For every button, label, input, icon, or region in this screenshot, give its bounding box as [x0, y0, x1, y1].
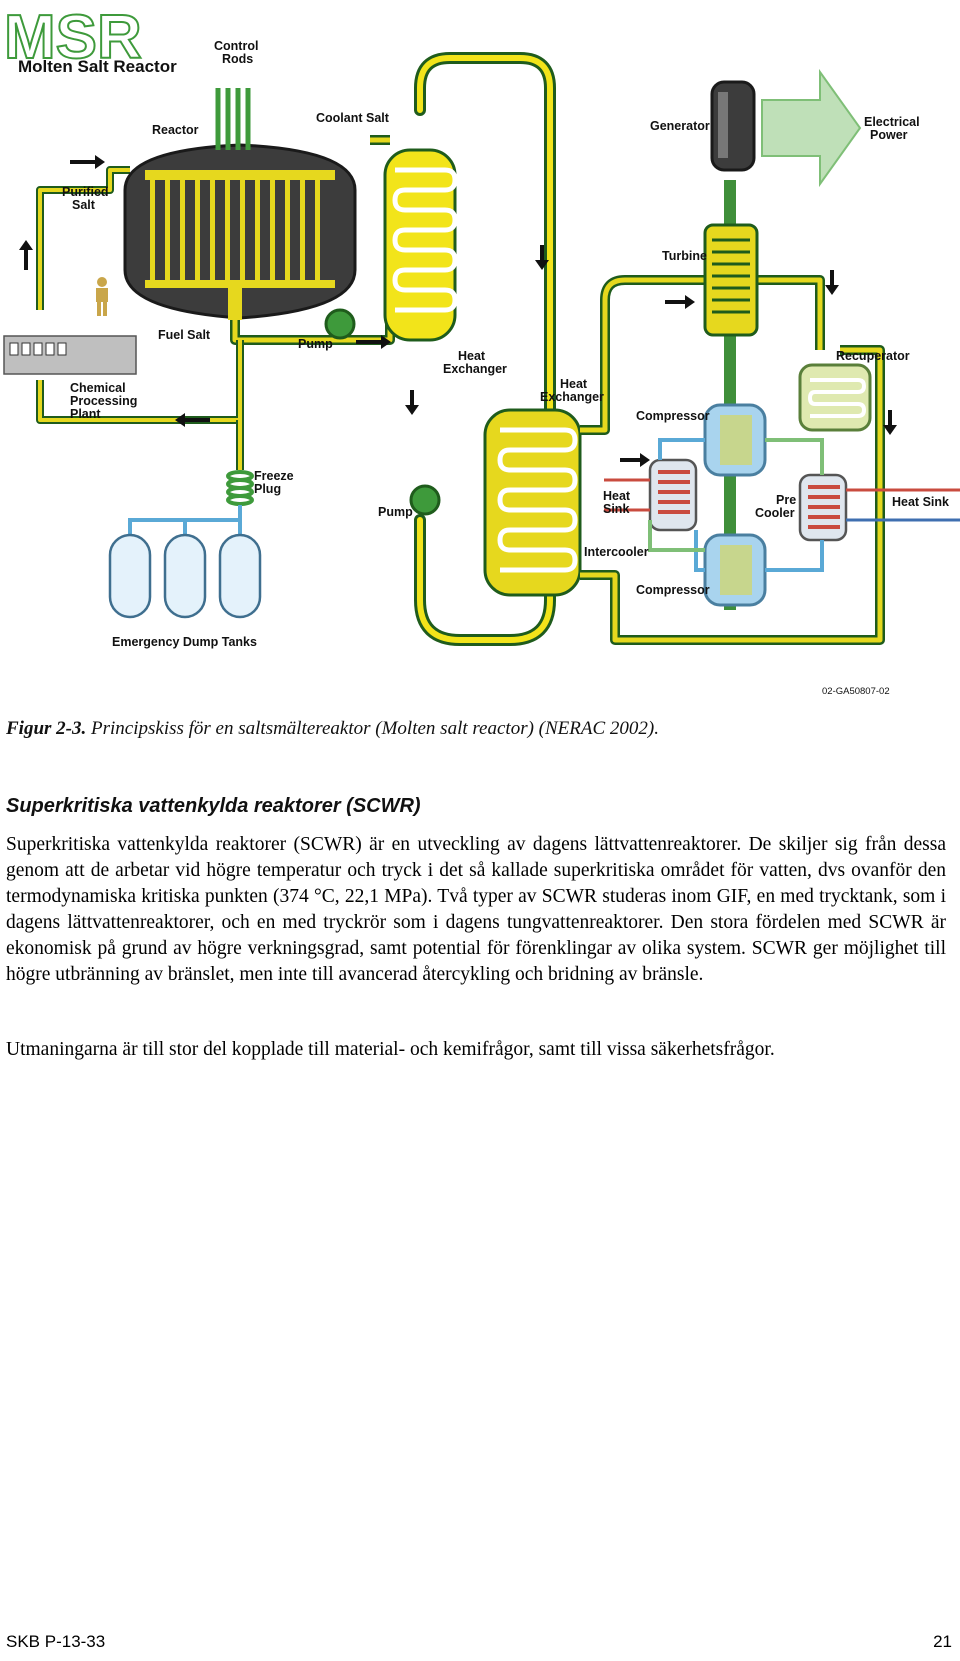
label-freeze-plug-1: Freeze: [254, 469, 294, 483]
coolant-loop: [414, 52, 556, 646]
figure-caption-text: Principskiss för en saltsmältereaktor (M…: [91, 718, 659, 739]
msr-diagram: MSR Molten Salt Reactor: [3, 2, 960, 697]
fuel-salt-loop: [36, 135, 395, 470]
generator: [710, 80, 756, 172]
label-generator: Generator: [650, 119, 710, 133]
label-pump-top: Pump: [298, 337, 333, 351]
page-number: 21: [933, 1632, 952, 1651]
heat-sink-inner: [604, 458, 698, 532]
label-electrical-power-2: Power: [870, 128, 908, 142]
recuperator: [798, 363, 872, 432]
pump-top: [324, 308, 356, 340]
figure-caption: Figur 2-3. Principskiss för en saltsmält…: [6, 718, 659, 740]
pump-bottom: [409, 484, 441, 516]
person-icon: [96, 277, 108, 316]
label-heat-exchanger-1a: Heat: [458, 349, 486, 363]
label-heat-exchanger-2b: Exchanger: [540, 390, 604, 404]
label-intercooler: Intercooler: [584, 545, 649, 559]
figure-number: Figur 2-3.: [6, 718, 87, 739]
label-control-rods-1: Control: [214, 39, 258, 53]
section-heading: Superkritiska vattenkylda reaktorer (SCW…: [6, 795, 421, 817]
emergency-dump-tanks: [108, 533, 262, 619]
msr-logo: MSR Molten Salt Reactor: [3, 2, 177, 76]
gas-lines: [648, 438, 824, 572]
label-recuperator: Recuperator: [836, 349, 910, 363]
logo-text: MSR: [4, 3, 142, 72]
label-purified-salt-1: Purified: [62, 185, 109, 199]
label-heat-sink-right: Heat Sink: [892, 495, 949, 509]
heat-exchanger-2: [483, 408, 582, 597]
freeze-plug: [226, 470, 254, 506]
turbine-shaft: [703, 180, 759, 610]
report-id: SKB P-13-33: [6, 1632, 106, 1651]
label-heat-sink-inner-2: Sink: [603, 502, 629, 516]
label-heat-exchanger-2a: Heat: [560, 377, 588, 391]
paragraph-1: Superkritiska vattenkylda reaktorer (SCW…: [6, 834, 946, 985]
label-freeze-plug-2: Plug: [254, 482, 281, 496]
reactor-vessel: [123, 143, 357, 320]
label-heat-exchanger-1b: Exchanger: [443, 362, 507, 376]
label-electrical-power-1: Electrical: [864, 115, 920, 129]
compressor-1: [703, 403, 767, 477]
label-fuel-salt: Fuel Salt: [158, 328, 211, 342]
logo-subtitle: Molten Salt Reactor: [18, 57, 177, 76]
label-pre-cooler-1: Pre: [776, 493, 796, 507]
label-compressor-2: Compressor: [636, 583, 710, 597]
label-compressor-1: Compressor: [636, 409, 710, 423]
chemical-plant: [3, 335, 137, 375]
label-reactor: Reactor: [152, 123, 199, 137]
power-cycle-loop: [580, 275, 885, 645]
label-pump-bottom: Pump: [378, 505, 413, 519]
label-coolant-salt: Coolant Salt: [316, 111, 390, 125]
label-chemical-2: Processing: [70, 394, 137, 408]
figure-code: 02-GA50807-02: [822, 686, 890, 697]
label-heat-sink-inner-1: Heat: [603, 489, 631, 503]
dump-lines: [128, 505, 242, 535]
label-turbine: Turbine: [662, 249, 707, 263]
compressor-2: [703, 533, 767, 607]
control-rods: [215, 88, 251, 150]
label-emergency-dump-tanks: Emergency Dump Tanks: [112, 635, 257, 649]
electrical-power-arrow: [761, 68, 862, 188]
label-pre-cooler-2: Cooler: [755, 506, 795, 520]
label-control-rods-2: Rods: [222, 52, 253, 66]
label-chemical-3: Plant: [70, 407, 101, 421]
paragraph-2: Utmaningarna är till stor del kopplade t…: [6, 1039, 775, 1060]
flow-arrows: [19, 155, 897, 467]
label-purified-salt-2: Salt: [72, 198, 96, 212]
heat-exchanger-1: [383, 148, 458, 342]
label-chemical-1: Chemical: [70, 381, 126, 395]
